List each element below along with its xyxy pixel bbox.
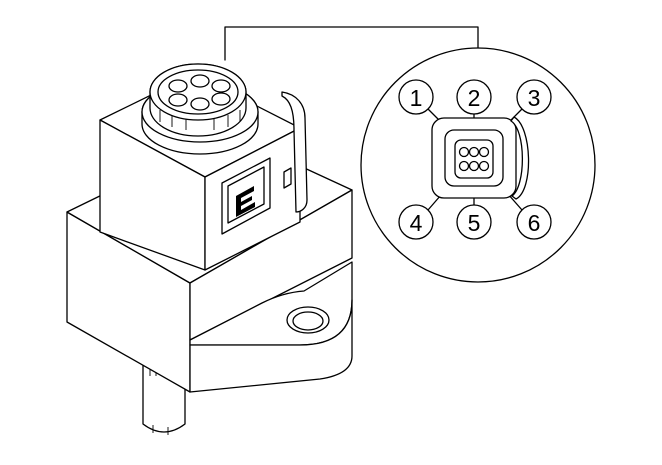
connector-face-pin-2 xyxy=(468,146,480,158)
connector-face-insert xyxy=(454,139,494,179)
pin-balloon-3: 3 xyxy=(516,79,552,115)
connector-face-latch xyxy=(510,116,530,200)
sensor-body xyxy=(66,63,353,435)
connector-face-pin-5 xyxy=(468,160,480,172)
connector-pin xyxy=(211,92,231,106)
pin-number-label: 5 xyxy=(468,210,481,236)
pin-balloon-circle xyxy=(456,79,492,115)
mounting-ear-front-face xyxy=(189,299,353,393)
pin-balloon-2: 2 xyxy=(456,79,492,115)
pin-number-label: 6 xyxy=(528,210,541,236)
pin-balloon-1: 1 xyxy=(398,79,434,115)
pin-balloon-6: 6 xyxy=(516,204,552,240)
pin-balloon-circle xyxy=(398,204,434,240)
connector-latch xyxy=(281,91,308,213)
pinout-callout: 1 2 3 4 5 6 xyxy=(360,47,596,283)
connector-pin xyxy=(211,79,231,93)
pin-number-label: 2 xyxy=(468,85,481,111)
pin-number-label: 4 xyxy=(410,210,423,236)
connector-face-pin-6 xyxy=(478,160,490,172)
connector-pin xyxy=(190,97,210,111)
pin-balloon-circle xyxy=(456,204,492,240)
connector-pin xyxy=(168,79,188,93)
logo-mark xyxy=(236,186,255,217)
manufacturer-logo xyxy=(236,186,255,217)
indicator-slot xyxy=(283,167,292,189)
connector-face-pin-4 xyxy=(458,160,470,172)
pin-balloon-circle xyxy=(398,79,434,115)
callout-leader-line xyxy=(224,26,479,61)
pin-number-label: 1 xyxy=(410,85,423,111)
pin-balloon-circle xyxy=(516,79,552,115)
pin-balloon-circle xyxy=(516,204,552,240)
mounting-hole-inner xyxy=(292,311,324,331)
connector-pin xyxy=(190,74,210,88)
pin-balloon-4: 4 xyxy=(398,204,434,240)
connector-face-pin-3 xyxy=(478,146,490,158)
pin-number-label: 3 xyxy=(528,85,541,111)
pin-balloon-5: 5 xyxy=(456,204,492,240)
connector-face-pin-1 xyxy=(458,146,470,158)
connector-pin xyxy=(168,93,188,107)
